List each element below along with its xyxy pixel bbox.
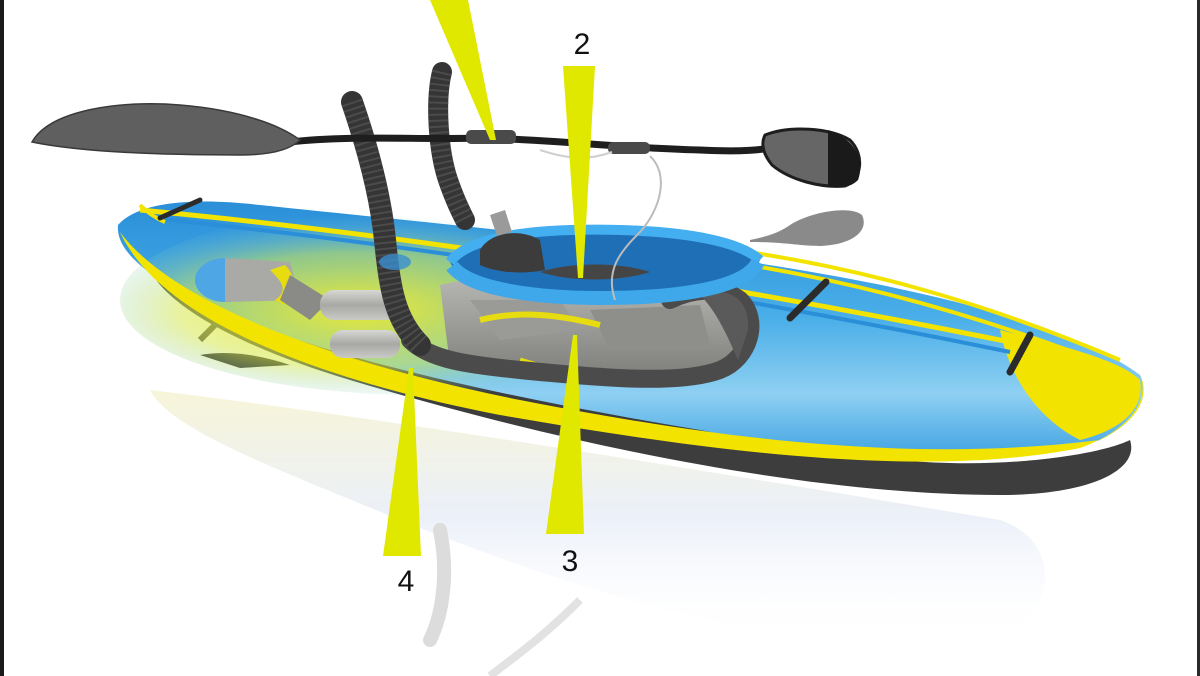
seat [480,210,650,280]
jet-propulsion-unit [195,258,330,320]
paddle-sensor-right [608,142,650,154]
callout-pointer-4 [383,368,421,556]
exhaust-snorkel-hose [428,62,475,230]
callout-label-4: 4 [397,565,415,598]
deck-handles [157,197,1034,376]
fuel-canisters [320,290,400,358]
exhaust-pipe [401,281,760,388]
callout-pointer-3 [546,335,584,534]
right-paddle-blade [761,127,862,188]
hull-reflection [150,390,1045,676]
callout-label-3: 3 [561,545,579,578]
paddle-shadow-blade [750,210,864,246]
left-paddle-blade [30,103,302,156]
callout-pointer-2 [563,66,595,278]
callout-pointer-1 [430,0,496,140]
callout-label-2: 2 [573,28,591,61]
